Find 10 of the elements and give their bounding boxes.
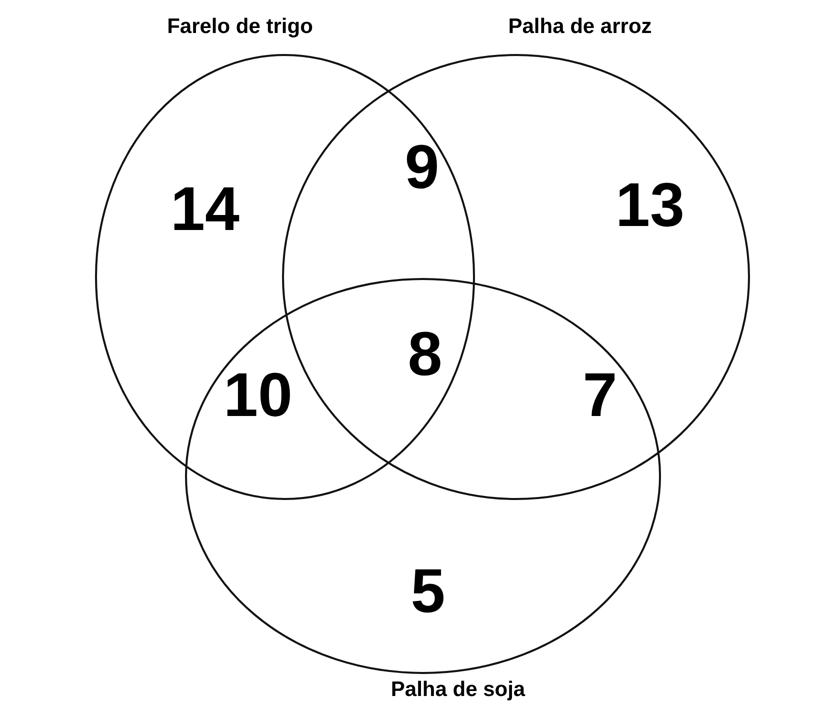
region-count: 14 — [170, 179, 240, 241]
region-count: 8 — [408, 324, 442, 386]
region-count: 9 — [404, 137, 440, 199]
set-label: Farelo de trigo — [167, 15, 313, 39]
region-count: 10 — [224, 365, 292, 427]
region-count: 13 — [616, 175, 684, 237]
region-count: 5 — [410, 561, 446, 623]
region-count: 7 — [582, 365, 618, 427]
set-label: Palha de soja — [390, 678, 526, 702]
set-label: Palha de arroz — [508, 15, 652, 39]
